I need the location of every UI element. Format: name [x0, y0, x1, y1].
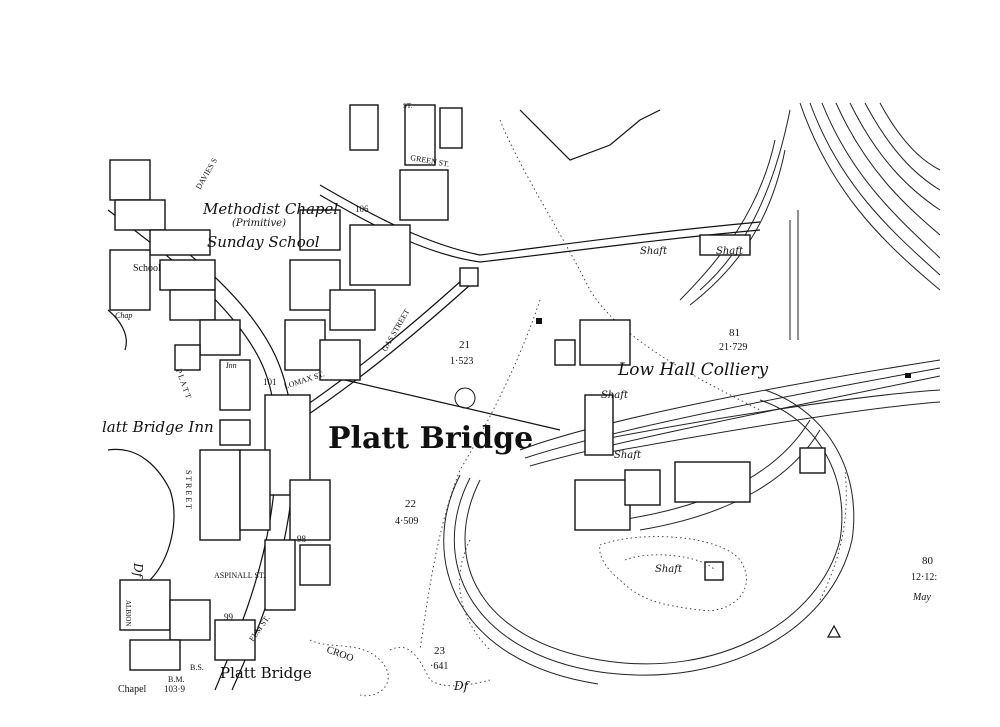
street-albion: ALBION: [124, 600, 132, 626]
parcel-21-id: 21: [459, 339, 470, 351]
parcel-22-id: 22: [405, 498, 416, 510]
parcel-81-id: 81: [729, 327, 740, 339]
label-may: May: [912, 592, 931, 603]
label-bs: B.S.: [190, 663, 204, 672]
street-street-left: S T R E E T: [184, 470, 193, 509]
railway-main-line: [799, 102, 941, 291]
shaft-label-1: Shaft: [640, 246, 668, 257]
spot-height-106: 106: [355, 204, 369, 214]
parcel-81-area: 21·729: [719, 342, 747, 353]
parcel-21-area: 1·523: [450, 356, 473, 367]
map-plate: [107, 102, 941, 697]
spot-height-101: 101: [263, 377, 277, 387]
parcel-80-id: 80: [922, 555, 934, 567]
railway-loop: [443, 389, 855, 685]
spot-height-99: 99: [224, 612, 234, 622]
parcel-80-area: 12·12:: [911, 572, 937, 583]
spoil-heaps: [309, 469, 847, 697]
terraced-houses: [109, 104, 463, 671]
shaft-label-2: Shaft: [716, 246, 744, 257]
label-bm: B.M.: [168, 675, 184, 684]
label-school: School: [133, 263, 161, 274]
street-aspinall: ASPINALL ST.: [214, 571, 265, 580]
street-st-top: ST.: [403, 102, 413, 110]
label-primitive: (Primitive): [232, 218, 286, 229]
parcel-23-id: 23: [434, 645, 446, 657]
label-sunday-school: Sunday School: [207, 233, 320, 251]
field-boundaries: [107, 109, 661, 581]
label-methodist-chapel: Methodist Chapel: [202, 200, 338, 218]
place-name-colliery: Low Hall Colliery: [617, 360, 768, 380]
label-chapel: Chapel: [118, 684, 147, 695]
label-kings-inn: Inn: [225, 361, 237, 370]
parcel-22-area: 4·509: [395, 516, 418, 527]
spot-height-98: 98: [297, 534, 307, 544]
parcel-23-area: ·641: [430, 661, 448, 672]
shaft-label-3: Shaft: [601, 390, 629, 401]
shaft-label-4: Shaft: [614, 450, 642, 461]
label-df-1: Df: [131, 562, 145, 580]
place-name-inn: latt Bridge Inn: [102, 418, 214, 436]
place-name-main: Platt Bridge: [328, 421, 533, 456]
shaft-label-5: Shaft: [655, 564, 683, 575]
place-name-village: Platt Bridge: [220, 664, 312, 682]
label-df-2: Df: [453, 679, 471, 693]
colliery-buildings: [454, 234, 911, 638]
spot-height-103: 103·9: [164, 684, 185, 694]
label-chap: Chap: [115, 311, 132, 320]
